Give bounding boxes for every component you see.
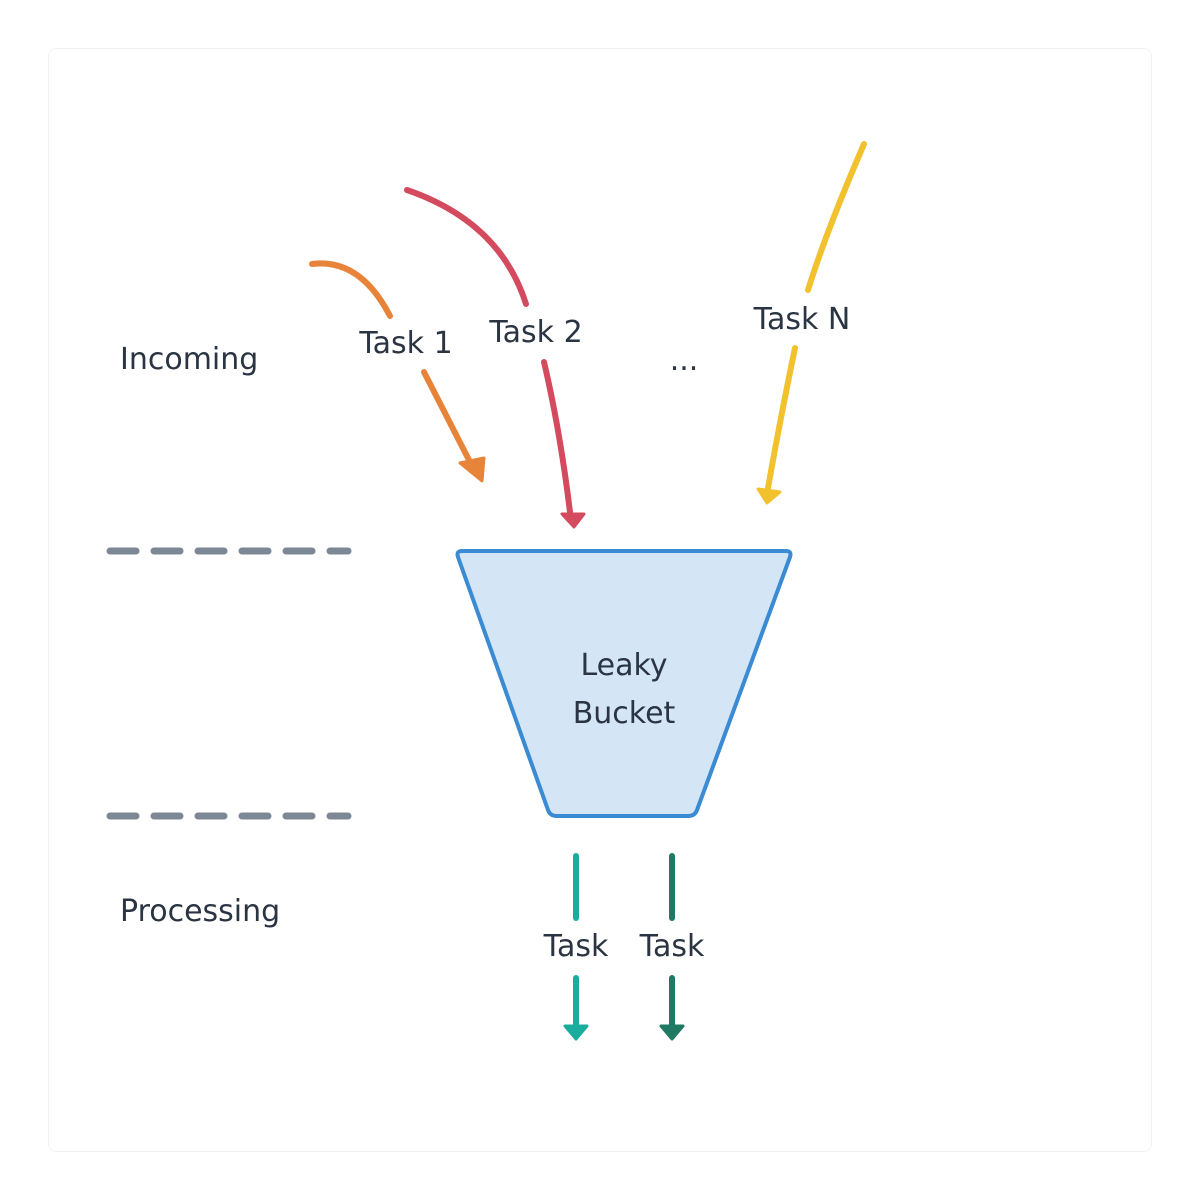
bucket-label-line-1: Leaky <box>580 648 668 683</box>
outgoing-task-arrow-1 <box>563 853 589 1041</box>
bucket-label-line-2: Bucket <box>572 696 676 731</box>
bucket-label: Leaky Bucket <box>514 642 734 738</box>
task-1-arrow <box>309 260 486 483</box>
task-n-arrow <box>756 141 867 505</box>
outgoing-task-arrow-2 <box>659 853 685 1041</box>
ellipsis-label: ... <box>669 343 699 378</box>
incoming-label: Incoming <box>120 342 259 377</box>
outgoing-task-label-2: Task <box>639 929 705 964</box>
task-2-label: Task 2 <box>489 315 583 350</box>
processing-label: Processing <box>120 894 281 929</box>
outgoing-task-label-1: Task <box>543 929 609 964</box>
task-2-arrow <box>404 187 586 529</box>
task-1-label: Task 1 <box>359 326 453 361</box>
task-n-label: Task N <box>753 302 851 337</box>
leaky-bucket-shape <box>455 549 793 818</box>
